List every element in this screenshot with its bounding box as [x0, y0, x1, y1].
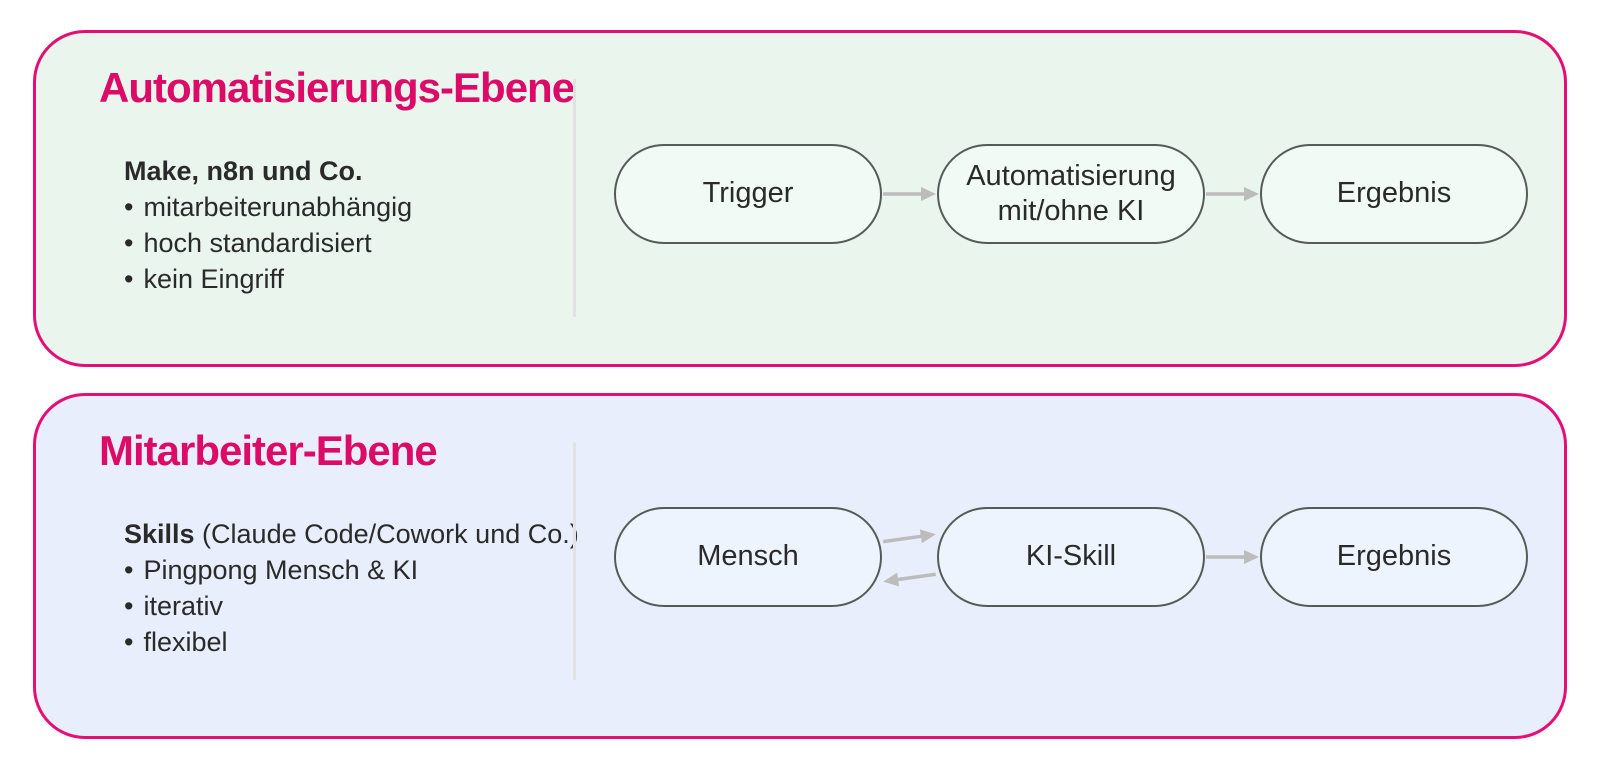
panel-employee: Mitarbeiter-Ebene Skills (Claude Code/Co… [33, 393, 1567, 739]
bullet-dot: • [124, 228, 134, 258]
employee-description-block: Skills (Claude Code/Cowork und Co.) • Pi… [124, 516, 579, 660]
automation-bullet-1: • mitarbeiterunabhängig [124, 189, 412, 225]
flow-node-automation-label: Automatisierung mit/ohne KI [966, 159, 1176, 227]
automation-flow: Trigger Automatisierung mit/ohne KI Erge… [614, 143, 1528, 245]
employee-bullet-2: • iterativ [124, 588, 579, 624]
automation-bullet-1-label: mitarbeiterunabhängig [143, 192, 413, 222]
bullet-dot: • [124, 627, 134, 657]
employee-subtitle: Skills (Claude Code/Cowork und Co.) [124, 516, 579, 552]
vertical-divider [573, 442, 576, 680]
automation-bullet-2-label: hoch standardisiert [143, 228, 372, 258]
employee-bullet-3-label: flexibel [143, 627, 228, 657]
automation-bullet-3-label: kein Eingriff [143, 264, 285, 294]
vertical-divider [573, 79, 576, 317]
employee-subtitle-bold: Skills [124, 519, 195, 549]
flow-node-ergebnis-label: Ergebnis [1336, 540, 1452, 573]
employee-subtitle-rest: (Claude Code/Cowork und Co.) [194, 519, 579, 549]
automation-bullet-2: • hoch standardisiert [124, 225, 412, 261]
employee-bullet-2-label: iterativ [143, 591, 223, 621]
flow-node-mensch-label: Mensch [697, 540, 799, 573]
flow-node-automation: Automatisierung mit/ohne KI [937, 144, 1205, 244]
employee-bullet-1: • Pingpong Mensch & KI [124, 552, 579, 588]
bullet-dot: • [124, 264, 134, 294]
automation-subtitle-bold: Make, n8n und Co. [124, 156, 363, 186]
flow-node-mensch: Mensch [614, 507, 882, 607]
panel-automation: Automatisierungs-Ebene Make, n8n und Co.… [33, 30, 1567, 367]
bullet-dot: • [124, 192, 134, 222]
bullet-dot: • [124, 591, 134, 621]
bullet-dot: • [124, 555, 134, 585]
arrow-right-icon [883, 187, 936, 201]
flow-node-ergebnis: Ergebnis [1260, 507, 1528, 607]
flow-node-ergebnis-label: Ergebnis [1336, 177, 1452, 210]
panel-title-automation: Automatisierungs-Ebene [99, 64, 575, 111]
arrow-right-icon [1206, 187, 1259, 201]
employee-bullet-3: • flexibel [124, 624, 579, 660]
arrow-right-icon [1206, 550, 1259, 564]
flow-node-ergebnis: Ergebnis [1260, 144, 1528, 244]
flow-node-trigger: Trigger [614, 144, 882, 244]
automation-subtitle: Make, n8n und Co. [124, 153, 412, 189]
flow-node-ki-skill-label: KI-Skill [1025, 540, 1117, 573]
panel-title-employee: Mitarbeiter-Ebene [99, 427, 438, 474]
automation-bullet-3: • kein Eingriff [124, 261, 412, 297]
flow-node-trigger-label: Trigger [702, 177, 794, 210]
flow-node-ki-skill: KI-Skill [937, 507, 1205, 607]
arrow-bidirectional-icon [883, 529, 936, 587]
automation-description-block: Make, n8n und Co. • mitarbeiterunabhängi… [124, 153, 412, 297]
employee-bullet-1-label: Pingpong Mensch & KI [143, 555, 419, 585]
employee-flow: Mensch KI-Skill Ergebnis [614, 506, 1528, 608]
